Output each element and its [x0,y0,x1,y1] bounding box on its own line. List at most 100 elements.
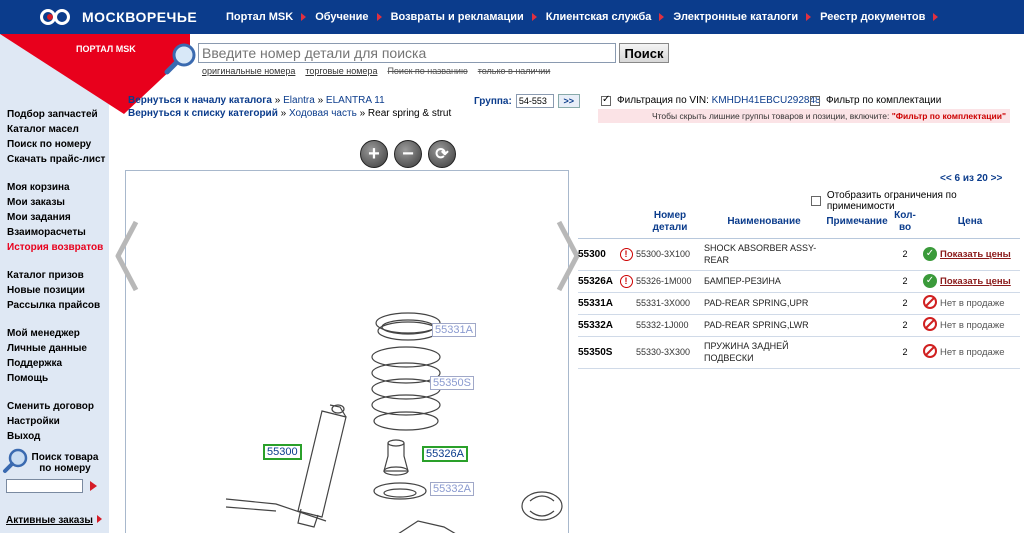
row-number[interactable]: 55331-3X000 [636,292,704,315]
group-input[interactable] [515,94,554,108]
back-to-categories-link[interactable]: Вернуться к списку категорий [128,108,278,119]
callout-55350s[interactable]: 55350S [430,376,474,390]
product-search-go-icon[interactable] [90,481,97,491]
zoom-reset-button[interactable]: ⟳ [428,140,456,168]
sidebar-item[interactable]: Личные данные [7,343,87,354]
portal-label[interactable]: ПОРТАЛ MSK [76,44,136,54]
row-name: SHOCK ABSORBER ASSY-REAR [704,238,824,271]
search-magnifier-icon [164,43,196,75]
sidebar-item[interactable]: Поддержка [7,358,63,369]
th-code [578,206,616,239]
config-filter: Фильтр по комплектации [810,95,941,106]
row-code[interactable]: 55332A [578,314,616,337]
zoom-out-button[interactable]: − [394,140,422,168]
sidebar-item[interactable]: Мой менеджер [7,328,80,339]
row-number[interactable]: 55326-1M000 [636,270,704,293]
callout-55326a[interactable]: 55326A [422,446,468,462]
product-search-input[interactable] [6,479,83,493]
topnav-item-3[interactable]: Клиентская служба [546,11,665,23]
sidebar-item[interactable]: Мои задания [7,212,71,223]
pager-prev[interactable]: << [940,173,952,184]
zoom-in-button[interactable]: + [360,140,388,168]
breadcrumb-sep: » [280,108,287,119]
topnav-item-4[interactable]: Электронные каталоги [673,11,812,23]
row-price[interactable]: Показать цены [940,238,1020,271]
sidebar-item[interactable]: Сменить договор [7,401,95,412]
sidebar-item[interactable]: Скачать прайс-лист [7,154,106,165]
breadcrumb-elantra-11[interactable]: ELANTRA 11 [325,95,385,106]
row-number[interactable]: 55332-1J000 [636,314,704,337]
topnav-item-5[interactable]: Реестр документов [820,11,939,23]
sidebar-item[interactable]: История возвратов [7,242,104,253]
breadcrumb-chassis[interactable]: Ходовая часть [288,108,357,119]
top-navbar: МОСКВОРЕЧЬЕ Портал MSK Обучение Возвраты и… [0,0,1024,34]
sidebar-item[interactable]: Моя корзина [7,182,70,193]
active-orders-label: Активные заказы [6,515,93,526]
sidebar-item[interactable]: Взаиморасчеты [7,227,86,238]
breadcrumb-elantra[interactable]: Elantra [283,95,315,106]
next-page-arrow-icon[interactable] [553,218,583,294]
callout-55331a[interactable]: 55331A [432,323,476,337]
sidebar-item[interactable]: Каталог призов [7,270,84,281]
triangle-right-icon [376,13,382,21]
breadcrumb-sep: » [359,108,366,119]
filter-hint-strong: "Фильтр по комплектации" [891,111,1006,121]
vin-value[interactable]: KMHDH41EBCU292848 [711,95,821,106]
row-number[interactable]: 55330-3X300 [636,336,704,369]
sidebar-item[interactable]: Рассылка прайсов [7,300,101,311]
row-warn [616,314,636,337]
prev-page-arrow-icon[interactable] [112,218,142,294]
vin-filter-checkbox[interactable] [601,94,611,106]
row-status [920,292,940,315]
row-number[interactable]: 55300-3X100 [636,238,704,271]
sidebar-item[interactable]: Новые позиции [7,285,85,296]
topnav-item-2[interactable]: Возвраты и рекламации [391,11,537,23]
search-option-trade[interactable]: торговые номера [305,66,378,76]
warning-icon[interactable]: ! [619,247,633,261]
product-search-label: Поиск товара по номеру [31,452,99,474]
breadcrumb-sep: » [317,95,324,106]
row-price[interactable]: Показать цены [940,270,1020,293]
th-price: Цена [920,206,1020,239]
search-option-by-name[interactable]: Поиск по названию [387,66,468,76]
triangle-right-icon [301,13,307,21]
applicability-checkbox[interactable] [811,196,821,206]
sidebar-item[interactable]: Подбор запчастей [7,109,98,120]
group-go-button[interactable]: >> [557,94,580,108]
config-filter-checkbox[interactable] [810,95,820,106]
sidebar-item[interactable]: Поиск по номеру [7,139,92,150]
sidebar-item[interactable]: Выход [7,431,41,442]
back-to-catalog-link[interactable]: Вернуться к началу каталога [128,95,272,106]
callout-55300[interactable]: 55300 [263,444,302,460]
row-code[interactable]: 55331A [578,292,616,315]
warning-icon[interactable]: ! [619,274,633,288]
topnav-item-0[interactable]: Портал MSK [226,11,307,23]
brand-logo[interactable]: МОСКВОРЕЧЬЕ [40,7,197,27]
sidebar-item[interactable]: Мои заказы [7,197,65,208]
active-orders-link[interactable]: Активные заказы [6,515,102,526]
pager-next[interactable]: >> [990,173,1003,184]
callout-55332a[interactable]: 55332A [430,482,474,496]
row-code[interactable]: 55350S [578,336,616,369]
sidebar-item[interactable]: Помощь [7,373,49,384]
row-status [920,336,940,369]
topnav-item-1[interactable]: Обучение [315,11,382,23]
search-option-in-stock[interactable]: только в наличии [477,66,551,76]
part-search-input[interactable] [198,43,616,63]
search-option-original[interactable]: оригинальные номера [202,66,296,76]
topnav-label: Электронные каталоги [673,11,799,23]
row-code[interactable]: 55326A [578,270,616,293]
parts-diagram[interactable]: 55331A 55350S 55300 55326A 55332A [125,170,569,533]
sidebar-item[interactable]: Каталог масел [7,124,79,135]
row-code[interactable]: 55300 [578,238,616,271]
sidebar-item[interactable]: Настройки [7,416,60,427]
search-button[interactable]: Поиск [619,43,669,63]
parts-table-header: Номер детали Наименование Примечание Кол… [578,206,1020,239]
